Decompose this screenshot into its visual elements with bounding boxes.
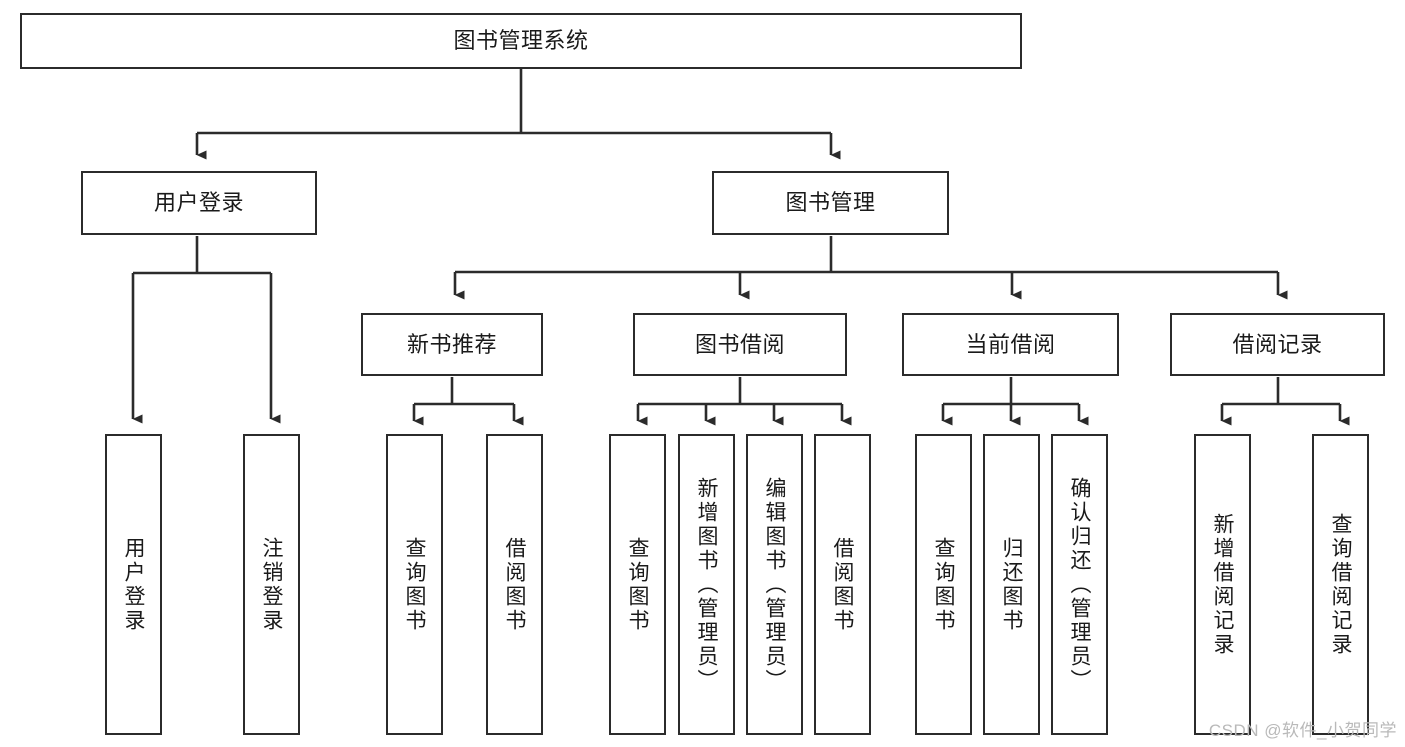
node-label: 图书借阅 — [694, 331, 785, 357]
node-label: 查询借阅记录 — [1329, 512, 1353, 657]
leaf-current-return-book[interactable]: 归还图书 — [983, 434, 1040, 735]
node-label: 归还图书 — [1000, 536, 1024, 633]
node-label: 当前借阅 — [965, 331, 1056, 357]
leaf-borrow-add-book-admin[interactable]: 新增图书（管理员） — [678, 434, 735, 735]
node-label: 借阅记录 — [1232, 331, 1323, 357]
node-book-borrow[interactable]: 图书借阅 — [633, 313, 847, 376]
leaf-user-login-login[interactable]: 用户登录 — [105, 434, 162, 735]
leaf-current-confirm-return-admin[interactable]: 确认归还（管理员） — [1051, 434, 1108, 735]
leaf-borrow-borrow-book[interactable]: 借阅图书 — [814, 434, 871, 735]
node-label: 新增借阅记录 — [1211, 512, 1235, 657]
watermark-text: CSDN @软件_小贺同学 — [1208, 721, 1397, 740]
node-current-borrow[interactable]: 当前借阅 — [902, 313, 1119, 376]
leaf-record-query-record[interactable]: 查询借阅记录 — [1312, 434, 1369, 735]
node-label: 图书管理 — [785, 190, 876, 216]
node-new-book-recommend[interactable]: 新书推荐 — [361, 313, 543, 376]
node-label: 查询图书 — [932, 536, 956, 633]
node-label: 确认归还（管理员） — [1068, 476, 1092, 693]
node-label: 新书推荐 — [406, 331, 497, 357]
leaf-borrow-edit-book-admin[interactable]: 编辑图书（管理员） — [746, 434, 803, 735]
leaf-current-query-book[interactable]: 查询图书 — [915, 434, 972, 735]
node-label: 用户登录 — [153, 190, 244, 216]
node-label: 新增图书（管理员） — [695, 476, 719, 693]
leaf-new-book-query[interactable]: 查询图书 — [386, 434, 443, 735]
leaf-borrow-query-book[interactable]: 查询图书 — [609, 434, 666, 735]
node-label: 查询图书 — [626, 536, 650, 633]
node-root-system[interactable]: 图书管理系统 — [20, 13, 1022, 69]
leaf-new-book-borrow[interactable]: 借阅图书 — [486, 434, 543, 735]
node-label: 编辑图书（管理员） — [763, 476, 787, 693]
leaf-record-add-record[interactable]: 新增借阅记录 — [1194, 434, 1251, 735]
node-label: 查询图书 — [403, 536, 427, 633]
node-user-login[interactable]: 用户登录 — [81, 171, 317, 235]
node-label: 图书管理系统 — [453, 28, 589, 54]
leaf-user-login-logout[interactable]: 注销登录 — [243, 434, 300, 735]
node-book-management[interactable]: 图书管理 — [712, 171, 949, 235]
node-label: 用户登录 — [122, 536, 146, 633]
node-label: 借阅图书 — [831, 536, 855, 633]
node-label: 注销登录 — [260, 536, 284, 633]
node-label: 借阅图书 — [503, 536, 527, 633]
node-borrow-record[interactable]: 借阅记录 — [1170, 313, 1385, 376]
